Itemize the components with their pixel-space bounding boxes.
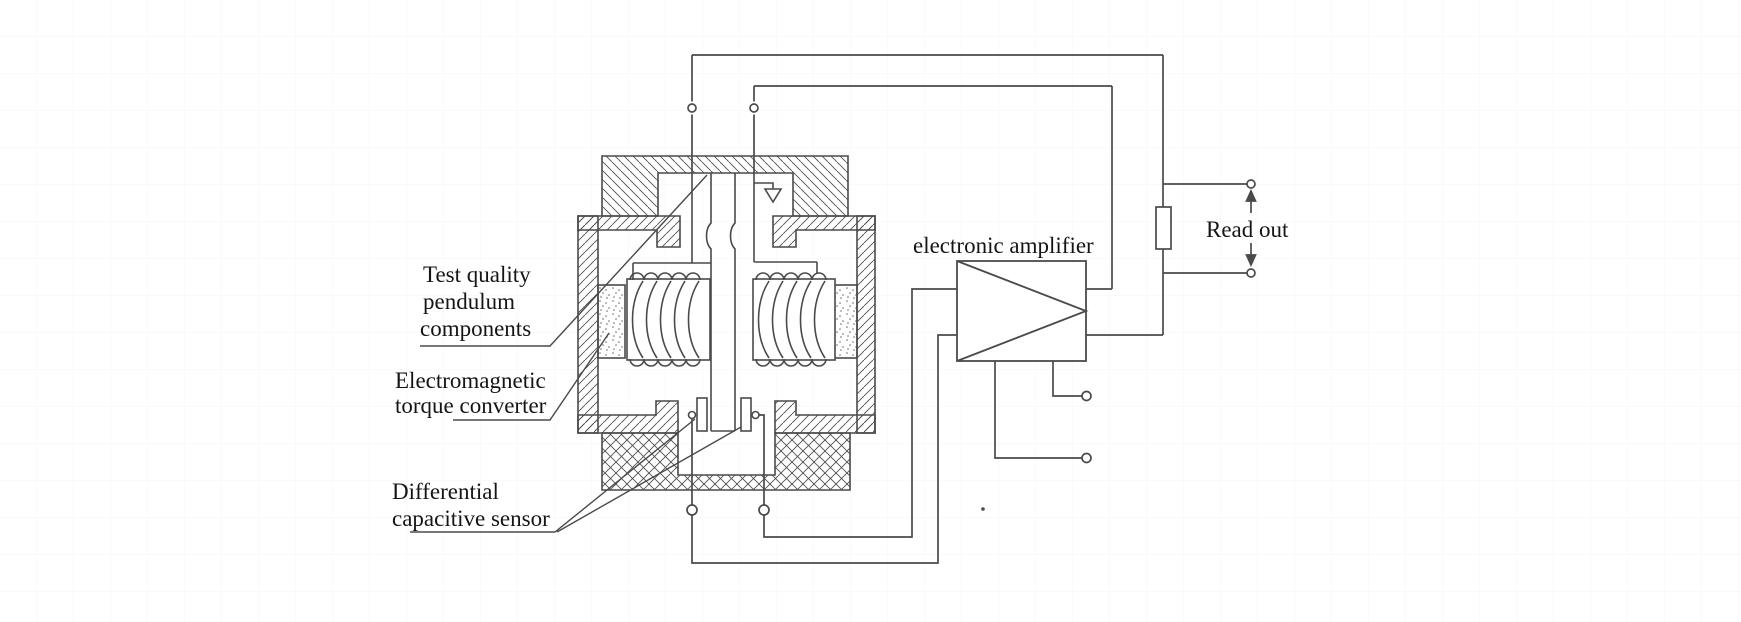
- label-amplifier: electronic amplifier: [913, 233, 1094, 258]
- readout-terminal-top: [1246, 179, 1256, 189]
- wire-amp-aux-2: [1052, 361, 1082, 397]
- electronic-amplifier: [956, 260, 1089, 362]
- housing-top-right-flange: [772, 215, 876, 248]
- label-pendulum-line3: components: [420, 316, 531, 341]
- terminal-coil-2: [749, 103, 759, 113]
- label-sensor-line1: Differential: [392, 479, 499, 504]
- pendulum-shaft: [705, 173, 736, 432]
- wire-amp-aux-1: [994, 361, 1082, 459]
- stray-dot: [981, 507, 985, 511]
- housing-bottom-right-flange: [774, 400, 876, 434]
- label-pendulum-line2: pendulum: [423, 289, 515, 314]
- wire-sensor-right-to-amp: [759, 288, 957, 538]
- housing-bottom-left-flange: [577, 400, 679, 434]
- leader-sensor-right: [556, 426, 742, 533]
- capacitor-plate-right: [740, 397, 752, 432]
- arrow-down-icon: [1245, 254, 1257, 268]
- wire-sensor-left-to-amp: [691, 334, 957, 564]
- plate-contact-left: [687, 410, 697, 420]
- pendulum-frame: [632, 173, 818, 280]
- label-torquer-line2: torque converter: [395, 393, 547, 418]
- torquer-coil-right: [752, 272, 836, 367]
- label-readout: Read out: [1206, 217, 1289, 242]
- terminal-amp-aux-2: [1081, 390, 1092, 402]
- torquer-coil-left: [626, 272, 711, 367]
- wire-feedback-output: [1086, 55, 1164, 336]
- circuit-wiring: [686, 54, 1257, 564]
- wire-coil-terminal-2: [753, 85, 1113, 290]
- terminal-sensor-right: [758, 504, 770, 516]
- readout-resistor: [1155, 206, 1172, 250]
- label-pendulum-line1: Test quality: [423, 262, 531, 287]
- arrow-up-icon: [1245, 188, 1257, 202]
- current-arrow-icon: [763, 188, 783, 204]
- labels: Test quality pendulum components Electro…: [392, 217, 1289, 531]
- magnet-left: [597, 284, 626, 359]
- label-sensor-line2: capacitive sensor: [392, 506, 550, 531]
- plate-contact-right: [751, 410, 760, 420]
- terminal-sensor-left: [686, 504, 698, 516]
- label-torquer-line1: Electromagnetic: [395, 368, 546, 393]
- readout-polarity-arrows: [1245, 188, 1257, 268]
- flexure-hinge-shaft: [705, 173, 736, 432]
- housing-right-wall: [856, 215, 876, 434]
- leader-sensor-left: [410, 418, 696, 533]
- leader-torquer: [453, 332, 610, 421]
- housing-top-left-flange: [577, 215, 681, 248]
- coil-current-arrow: [754, 182, 783, 204]
- amplifier-triangle-icon: [956, 260, 1089, 362]
- amplifier-box: [956, 260, 1087, 362]
- terminal-coil-1: [687, 103, 697, 113]
- capacitor-plate-left: [696, 397, 708, 432]
- wire-coil-terminal-1: [691, 54, 1163, 173]
- leader-pendulum: [420, 174, 708, 347]
- housing-left-wall: [577, 215, 599, 434]
- magnet-right: [832, 284, 858, 359]
- leader-lines: [410, 174, 742, 533]
- terminal-amp-aux-1: [1081, 452, 1092, 464]
- readout-terminal-bottom: [1246, 268, 1256, 278]
- sensor-assembly: [577, 155, 876, 491]
